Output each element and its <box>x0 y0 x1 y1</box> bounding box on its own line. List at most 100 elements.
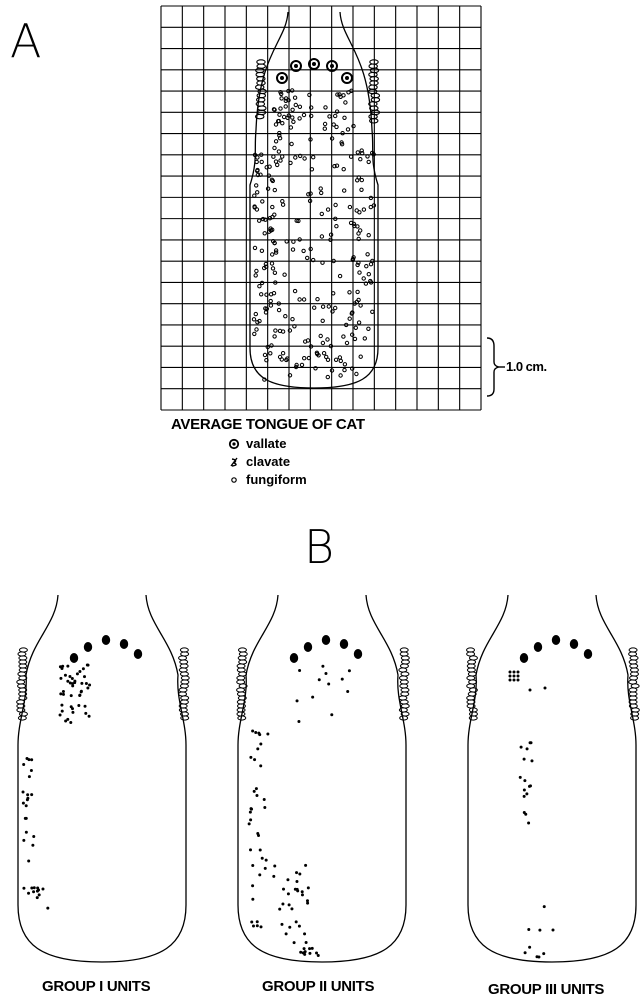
unit-dot <box>299 951 302 954</box>
unit-dot <box>69 721 72 724</box>
unit-dot <box>77 704 80 707</box>
unit-dot <box>62 690 65 693</box>
unit-dot <box>294 888 297 891</box>
unit-dot <box>311 696 314 699</box>
unit-dot <box>22 790 25 793</box>
unit-dot <box>298 925 301 928</box>
unit-dot <box>59 677 62 680</box>
unit-dot <box>261 857 264 860</box>
unit-dot <box>307 886 310 889</box>
unit-dot <box>346 690 349 693</box>
unit-dot <box>88 715 91 718</box>
unit-dot <box>251 884 254 887</box>
unit-dot <box>38 893 41 896</box>
unit-dot <box>301 893 304 896</box>
vallate-papilla <box>570 639 578 649</box>
unit-dot <box>251 729 254 732</box>
unit-dot <box>33 886 36 889</box>
unit-dot <box>513 679 516 682</box>
unit-dot <box>66 718 69 721</box>
unit-dot <box>280 923 283 926</box>
unit-dot <box>26 793 29 796</box>
unit-dot <box>348 669 351 672</box>
unit-dot <box>68 675 71 678</box>
tongue-outline <box>468 595 636 962</box>
unit-dot <box>27 859 30 862</box>
unit-dot <box>528 946 531 949</box>
unit-dot <box>288 926 291 929</box>
unit-dot <box>265 859 268 862</box>
unit-dot <box>552 929 555 932</box>
unit-dot <box>41 888 44 891</box>
unit-dot <box>543 905 546 908</box>
unit-dot <box>286 878 289 881</box>
group-1-tongue <box>17 595 190 962</box>
unit-dot <box>544 687 547 690</box>
unit-dot <box>80 682 83 685</box>
unit-dot <box>253 758 256 761</box>
unit-dot <box>59 714 62 717</box>
unit-dot <box>60 704 63 707</box>
unit-dot <box>248 822 251 825</box>
unit-dot <box>251 864 254 867</box>
unit-dot <box>259 764 262 767</box>
unit-dot <box>298 669 301 672</box>
unit-dot <box>318 678 321 681</box>
unit-dot <box>513 675 516 678</box>
vallate-papilla <box>70 653 78 663</box>
group-3-units <box>509 671 555 959</box>
unit-dot <box>260 925 263 928</box>
vallate-papilla <box>552 635 560 645</box>
group-1-label: GROUP I UNITS <box>42 978 150 995</box>
vallate-papilla <box>354 649 362 659</box>
unit-dot <box>327 682 330 685</box>
unit-dot <box>311 947 314 950</box>
unit-dot <box>527 928 530 931</box>
unit-dot <box>529 741 532 744</box>
unit-dot <box>253 790 256 793</box>
unit-dot <box>315 951 318 954</box>
unit-dot <box>87 664 90 667</box>
unit-dot <box>285 932 288 935</box>
unit-dot <box>523 789 526 792</box>
vallate-papilla <box>584 649 592 659</box>
unit-dot <box>263 798 266 801</box>
vallate-papilla <box>340 639 348 649</box>
unit-dot <box>517 675 520 678</box>
unit-dot <box>71 707 74 710</box>
unit-dot <box>25 831 28 834</box>
unit-dot <box>529 784 532 787</box>
unit-dot <box>317 954 320 957</box>
unit-dot <box>513 671 516 674</box>
unit-dot <box>84 712 87 715</box>
unit-dot <box>85 682 88 685</box>
unit-dot <box>523 779 526 782</box>
unit-dot <box>288 903 291 906</box>
unit-dot <box>22 763 25 766</box>
unit-dot <box>297 720 300 723</box>
unit-dot <box>509 671 512 674</box>
unit-dot <box>71 682 74 685</box>
unit-dot <box>517 679 520 682</box>
unit-dot <box>259 742 262 745</box>
unit-dot <box>281 903 284 906</box>
unit-dot <box>32 890 35 893</box>
vallate-papilla <box>134 649 142 659</box>
unit-dot <box>295 871 298 874</box>
unit-dot <box>32 835 35 838</box>
unit-dot <box>71 711 74 714</box>
unit-dot <box>30 793 33 796</box>
tongue-outline <box>18 595 186 962</box>
unit-dot <box>529 689 532 692</box>
unit-dot <box>252 924 255 927</box>
unit-dot <box>36 896 39 899</box>
unit-dot <box>254 731 257 734</box>
vallate-papilla <box>120 639 128 649</box>
unit-dot <box>308 947 311 950</box>
unit-dot <box>256 832 259 835</box>
unit-dot <box>60 667 63 670</box>
unit-dot <box>295 920 298 923</box>
vallate-papilla <box>84 642 92 652</box>
unit-dot <box>25 804 28 807</box>
unit-dot <box>523 795 526 798</box>
